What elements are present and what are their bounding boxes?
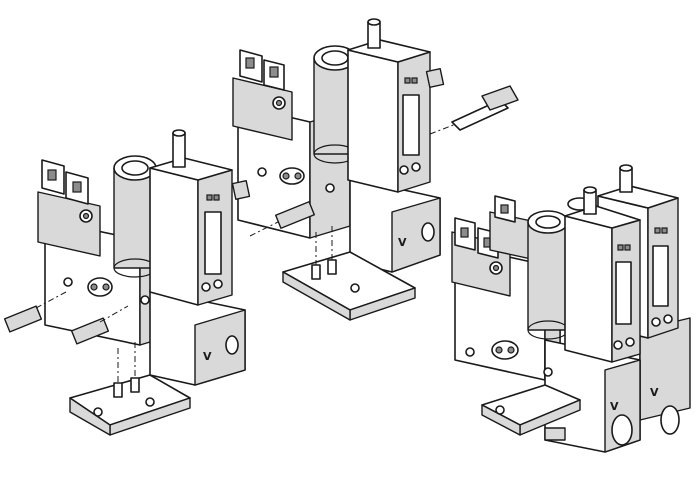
right-second-port-marking: V [650,386,659,399]
left-solenoid-coil [37,159,101,257]
center-port-marking: V [398,236,407,249]
left-pressure-sensor [149,129,233,306]
right-first-unit: V [451,186,641,453]
center-pressure-sensor [347,18,431,193]
right-first-pressure-sensor [564,215,613,363]
right-first-port-marking: V [610,400,619,413]
center-side-fitting [425,68,445,88]
right-assembled-pair: V V [451,164,691,453]
left-exploded-plug [3,291,67,333]
left-side-fitting [231,180,251,200]
left-valve-assembly: V [3,129,251,436]
center-exploded-plug [429,85,519,135]
left-port-marking: V [203,350,212,363]
center-valve-assembly: V [232,18,519,321]
center-solenoid-coil [232,49,293,141]
right-first-valve-cylinder [527,221,569,331]
center-mounting-bracket [282,226,416,321]
left-front-plug [70,305,129,345]
left-valve-cylinder [113,155,157,278]
left-mounting-bracket [69,342,191,436]
center-front-plug [249,201,316,237]
